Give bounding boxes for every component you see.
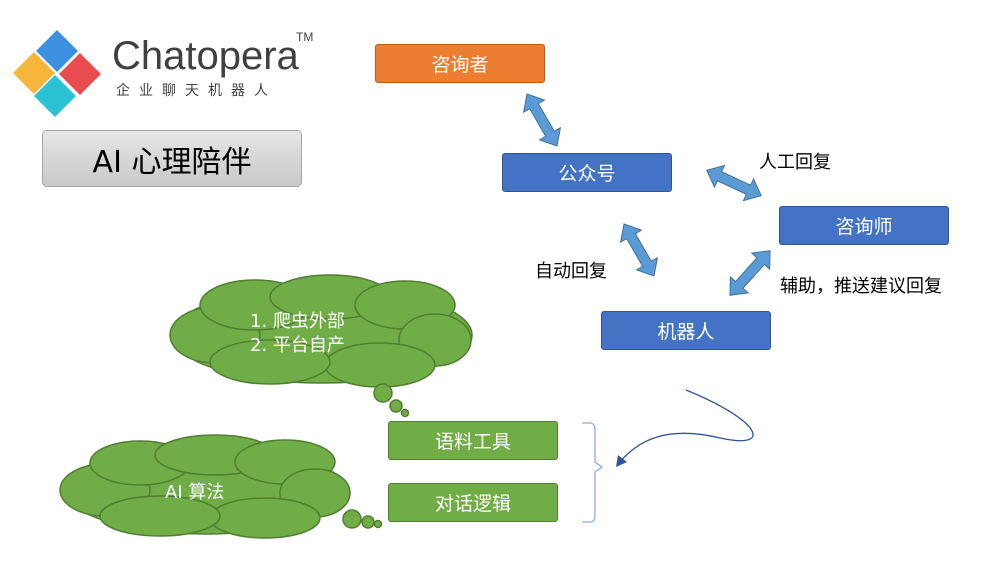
bracket (582, 422, 604, 523)
logo-mark-icon (13, 30, 101, 117)
node-consultant-client: 咨询者 (375, 44, 545, 83)
label-assist-reply: 辅助，推送建议回复 (780, 276, 942, 297)
arrow-counselor-robot-icon (729, 250, 771, 296)
page-title: AI 心理陪伴 (42, 130, 302, 187)
arrow-account-robot-icon (619, 223, 659, 277)
cloud-ai (59, 434, 383, 539)
node-counselor: 咨询师 (779, 206, 949, 245)
node-corpus-tool: 语料工具 (388, 421, 558, 460)
double-arrows (522, 93, 771, 296)
arrow-account-counselor-icon (706, 164, 762, 202)
node-official-account: 公众号 (502, 153, 672, 192)
logo-subtitle: 企业聊天机器人 (116, 83, 277, 99)
node-robot: 机器人 (601, 311, 771, 350)
label-auto-reply: 自动回复 (535, 261, 607, 282)
cloud-data-source-list: 1. 爬虫外部 2. 平台自产 (250, 310, 345, 358)
cloud-data-source (169, 274, 473, 418)
arrow-client-account-icon (522, 93, 562, 147)
cloud-item-platform: 2. 平台自产 (250, 335, 345, 356)
node-dialog-logic: 对话逻辑 (388, 483, 558, 522)
curved-arrow-icon (616, 389, 754, 467)
cloud-item-crawler: 1. 爬虫外部 (250, 311, 345, 332)
label-manual-reply: 人工回复 (759, 152, 831, 173)
logo-trademark: TM (296, 30, 314, 44)
logo-wordmark: Chatopera (112, 34, 299, 78)
cloud-ai-label: AI 算法 (165, 482, 225, 503)
